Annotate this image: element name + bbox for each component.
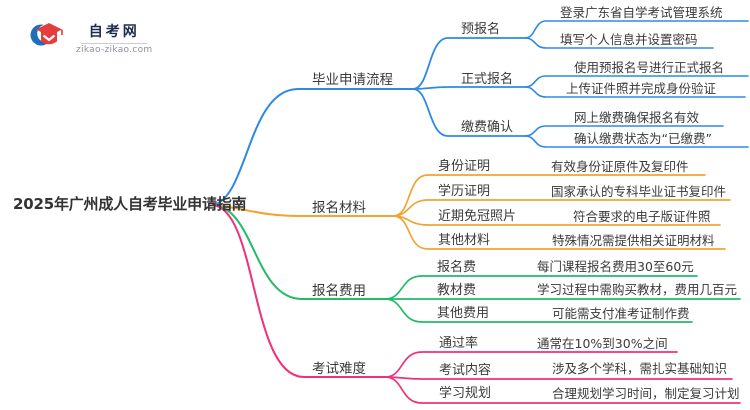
root-topic[interactable]: 2025年广州成人自考毕业申请指南	[13, 195, 247, 213]
branch-line	[384, 298, 693, 323]
leaf-fill-info[interactable]: 填写个人信息并设置密码	[560, 32, 698, 47]
branch-line	[384, 376, 741, 404]
leaf-special-proof[interactable]: 特殊情况需提供相关证明材料	[552, 233, 715, 248]
node-pre-registration[interactable]: 预报名	[461, 22, 501, 37]
node-registration-fee[interactable]: 报名费	[437, 260, 477, 275]
branch-line	[412, 88, 526, 137]
leaf-digital-photo[interactable]: 符合要求的电子版证件照	[573, 209, 711, 224]
node-other-materials[interactable]: 其他材料	[438, 233, 491, 248]
node-pass-rate[interactable]: 通过率	[439, 336, 479, 351]
branch-line	[392, 174, 706, 217]
leaf-upload-photo[interactable]: 上传证件照并完成身份验证	[566, 81, 717, 96]
branch-line	[212, 204, 386, 300]
leaf-textbook-cost[interactable]: 学习过程中需购买教材，费用几百元	[537, 282, 738, 297]
leaf-id-card-copy[interactable]: 有效身份证原件及复印件	[551, 159, 689, 174]
branch-line	[412, 86, 526, 90]
leaf-course-fee-range[interactable]: 每门课程报名费用30至60元	[537, 259, 694, 274]
branch-line	[412, 37, 526, 90]
branch-line	[212, 88, 414, 206]
branch-registration-materials[interactable]: 报名材料	[312, 200, 366, 216]
leaf-line	[524, 135, 749, 148]
node-identity-proof[interactable]: 身份证明	[438, 159, 491, 174]
branch-application-process[interactable]: 毕业申请流程	[312, 72, 393, 88]
branch-line	[392, 199, 731, 217]
leaf-line	[524, 86, 746, 98]
branch-registration-fees[interactable]: 报名费用	[312, 283, 366, 299]
node-textbook-fee[interactable]: 教材费	[437, 283, 477, 298]
leaf-use-prereg-number[interactable]: 使用预报名号进行正式报名	[574, 60, 725, 75]
branch-line	[392, 215, 726, 250]
node-other-fees[interactable]: 其他费用	[437, 306, 490, 321]
node-exam-content[interactable]: 考试内容	[439, 363, 492, 378]
leaf-admission-card-fee[interactable]: 可能需支付准考证制作费	[552, 306, 690, 321]
node-payment-confirm[interactable]: 缴费确认	[461, 120, 514, 135]
leaf-line	[524, 37, 714, 49]
node-education-proof[interactable]: 学历证明	[438, 184, 491, 199]
leaf-payment-status[interactable]: 确认缴费状态为“已缴费”	[574, 131, 712, 146]
node-study-plan[interactable]: 学习规划	[439, 386, 492, 401]
branch-line	[384, 351, 678, 378]
leaf-line	[524, 20, 749, 39]
leaf-subjects-basics[interactable]: 涉及多个学科，需扎实基础知识	[552, 361, 728, 376]
site-logo[interactable]: 自考网 zikao-zikao.com	[30, 21, 152, 55]
logo-divider	[81, 43, 148, 44]
node-formal-registration[interactable]: 正式报名	[461, 72, 514, 87]
leaf-diploma-copy[interactable]: 国家承认的专科毕业证书复印件	[551, 184, 727, 199]
leaf-login-system[interactable]: 登录广东省自学考试管理系统	[560, 5, 723, 20]
logo-title: 自考网	[88, 24, 140, 40]
branch-line	[384, 376, 733, 380]
node-recent-photo[interactable]: 近期免冠照片	[438, 209, 517, 224]
graduation-cap-icon	[30, 23, 63, 46]
leaf-online-payment[interactable]: 网上缴费确保报名有效	[574, 110, 700, 125]
branch-line	[212, 204, 394, 217]
leaf-pass-rate-range[interactable]: 通常在10%到30%之间	[537, 336, 668, 351]
logo-domain: zikao-zikao.com	[76, 45, 153, 55]
branch-line	[212, 204, 386, 378]
leaf-review-plan[interactable]: 合理规划学习时间，制定复习计划	[552, 386, 740, 401]
branch-exam-difficulty[interactable]: 考试难度	[312, 361, 366, 377]
